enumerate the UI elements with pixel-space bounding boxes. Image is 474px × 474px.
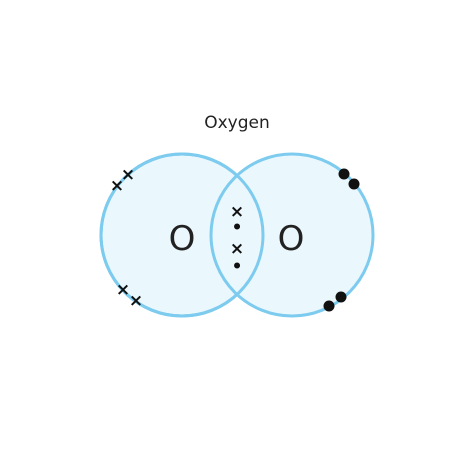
cross-electron: × <box>116 280 130 300</box>
right-atom-bottom-electron-pair <box>323 291 347 312</box>
left-atom-top-electron-pair: × × <box>110 165 135 196</box>
cross-electron: × <box>129 291 143 311</box>
right-atom-symbol: O <box>278 219 305 259</box>
shared-electrons: × • × • <box>230 202 244 277</box>
dot-electron <box>323 300 335 312</box>
left-atom-symbol: O <box>169 219 196 259</box>
diagram-title: Oxygen <box>204 113 270 133</box>
left-atom-bottom-electron-pair: × × <box>116 280 143 311</box>
shared-dot-electron: • <box>232 218 243 238</box>
dot-electron <box>348 178 360 190</box>
cross-electron: × <box>110 176 124 196</box>
dot-electron <box>338 168 350 180</box>
dot-electron <box>335 291 347 303</box>
left-atom-shell-outline <box>99 152 265 318</box>
shared-dot-electron: • <box>232 257 243 277</box>
right-atom-top-electron-pair <box>338 168 360 190</box>
shared-cross-electron: × <box>230 202 244 222</box>
shared-cross-electron: × <box>230 239 244 259</box>
cross-electron: × <box>121 165 135 185</box>
